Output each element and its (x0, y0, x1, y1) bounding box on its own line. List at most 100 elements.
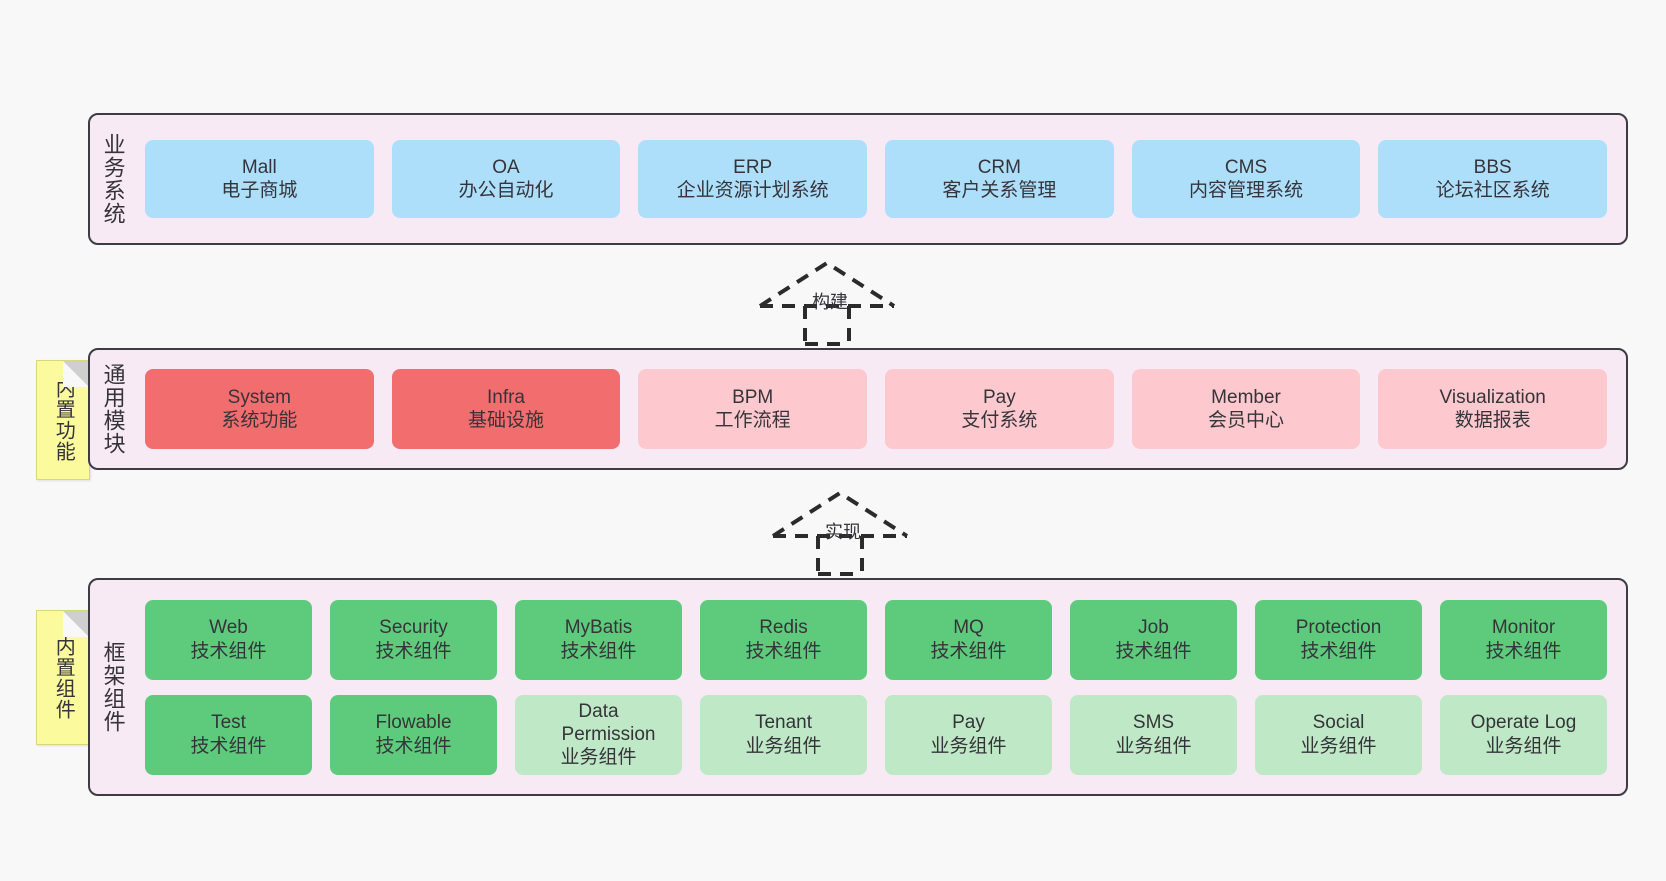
layer-common-module: 通用模块 System 系统功能 Infra 基础设施 BPM 工作流程 Pay… (88, 348, 1628, 470)
node-job[interactable]: Job 技术组件 (1070, 599, 1237, 680)
node-security[interactable]: Security 技术组件 (330, 599, 497, 680)
node-subtitle: 内容管理系统 (1189, 180, 1304, 201)
node-row: Mall 电子商城 OA 办公自动化 ERP 企业资源计划系统 CRM 客户关系… (136, 140, 1616, 218)
node-row: System 系统功能 Infra 基础设施 BPM 工作流程 Pay 支付系统… (136, 369, 1616, 449)
node-subtitle: 业务组件 (930, 735, 1007, 757)
node-flowable[interactable]: Flowable 技术组件 (330, 694, 497, 775)
node-subtitle: 技术组件 (560, 640, 637, 662)
node-operate-log[interactable]: Operate Log 业务组件 (1440, 694, 1607, 775)
node-subtitle: 系统功能 (221, 410, 298, 431)
node-title: Infra (486, 386, 526, 408)
sticky-label: 内置组件 (52, 635, 75, 720)
node-infra[interactable]: Infra 基础设施 (391, 369, 621, 449)
node-tenant[interactable]: Tenant 业务组件 (700, 694, 867, 775)
node-subtitle: 业务组件 (1300, 735, 1377, 757)
node-pay[interactable]: Pay 支付系统 (885, 369, 1114, 449)
node-protection[interactable]: Protection 技术组件 (1255, 599, 1422, 680)
node-mybatis[interactable]: MyBatis 技术组件 (515, 599, 682, 680)
node-title: Pay (982, 386, 1016, 408)
node-subtitle: 技术组件 (1300, 640, 1377, 662)
node-visualization[interactable]: Visualization 数据报表 (1378, 369, 1608, 449)
node-cms[interactable]: CMS 内容管理系统 (1131, 140, 1361, 218)
node-title: Security (379, 617, 448, 639)
node-title: Tenant (754, 712, 813, 734)
node-subtitle: 技术组件 (190, 735, 267, 757)
node-sms[interactable]: SMS 业务组件 (1070, 694, 1237, 775)
node-subtitle: 论坛社区系统 (1435, 180, 1550, 201)
generalization-arrow-icon (758, 260, 896, 346)
node-title: Pay (952, 712, 985, 734)
node-title: CMS (1224, 156, 1268, 178)
node-title: Redis (759, 617, 808, 639)
node-subtitle: 业务组件 (1485, 735, 1562, 757)
node-subtitle: 业务组件 (560, 747, 637, 769)
node-title: Monitor (1491, 617, 1556, 639)
node-row: Web 技术组件 Security 技术组件 MyBatis 技术组件 Redi… (136, 599, 1616, 680)
node-title: Data Permission (561, 700, 656, 745)
layer-title-common-module: 通用模块 (100, 363, 126, 455)
node-subtitle: 数据报表 (1454, 410, 1531, 431)
layer-body-business-system: Mall 电子商城 OA 办公自动化 ERP 企业资源计划系统 CRM 客户关系… (136, 115, 1626, 243)
node-title: BPM (732, 386, 774, 408)
node-subtitle: 业务组件 (745, 735, 822, 757)
sticky-fold-corner-icon (63, 611, 89, 637)
node-subtitle: 技术组件 (190, 640, 267, 662)
layer-body-common-module: System 系统功能 Infra 基础设施 BPM 工作流程 Pay 支付系统… (136, 350, 1626, 468)
node-title: Protection (1295, 617, 1382, 639)
layer-business-system: 业务系统 Mall 电子商城 OA 办公自动化 ERP 企业资源计划系统 CRM… (88, 113, 1628, 245)
node-pay-business[interactable]: Pay 业务组件 (885, 694, 1052, 775)
sticky-label: 内置功能 (52, 378, 75, 462)
node-subtitle: 技术组件 (375, 640, 452, 662)
node-web[interactable]: Web 技术组件 (145, 599, 312, 680)
node-member[interactable]: Member 会员中心 (1131, 369, 1361, 449)
node-subtitle: 电子商城 (221, 180, 298, 201)
node-title: Web (209, 617, 248, 639)
node-title: Mall (241, 156, 277, 178)
node-subtitle: 技术组件 (375, 735, 452, 757)
node-subtitle: 客户关系管理 (942, 180, 1057, 201)
node-data-permission[interactable]: Data Permission 业务组件 (515, 694, 682, 775)
connector-implement: 实现 (768, 488, 918, 576)
node-title: Social (1312, 712, 1365, 734)
node-crm[interactable]: CRM 客户关系管理 (885, 140, 1114, 218)
node-title: Job (1138, 617, 1169, 639)
node-test[interactable]: Test 技术组件 (145, 694, 312, 775)
node-oa[interactable]: OA 办公自动化 (391, 140, 621, 218)
node-subtitle: 工作流程 (714, 410, 791, 431)
node-title: Flowable (375, 712, 452, 734)
node-title: MyBatis (564, 617, 633, 639)
node-subtitle: 技术组件 (1115, 640, 1192, 662)
connector-label-implement: 实现 (825, 522, 861, 542)
node-system[interactable]: System 系统功能 (145, 369, 374, 449)
node-bbs[interactable]: BBS 论坛社区系统 (1378, 140, 1608, 218)
connector-build: 构建 (755, 258, 905, 346)
node-mall[interactable]: Mall 电子商城 (145, 140, 374, 218)
layer-body-framework-component: Web 技术组件 Security 技术组件 MyBatis 技术组件 Redi… (136, 580, 1626, 794)
node-bpm[interactable]: BPM 工作流程 (638, 369, 868, 449)
layer-framework-component: 框架组件 Web 技术组件 Security 技术组件 MyBatis 技术组件… (88, 578, 1628, 796)
node-title: ERP (733, 156, 773, 178)
node-row: Test 技术组件 Flowable 技术组件 Data Permission … (136, 694, 1616, 775)
node-title: CRM (977, 156, 1021, 178)
node-erp[interactable]: ERP 企业资源计划系统 (638, 140, 868, 218)
layer-title-business-system: 业务系统 (100, 133, 126, 225)
node-subtitle: 支付系统 (961, 410, 1038, 431)
sticky-fold-corner-icon (63, 361, 89, 387)
node-subtitle: 会员中心 (1208, 410, 1285, 431)
sticky-note-builtin-function: 内置功能 (36, 360, 90, 480)
node-social[interactable]: Social 业务组件 (1255, 694, 1422, 775)
node-title: System (227, 386, 292, 408)
node-subtitle: 技术组件 (930, 640, 1007, 662)
node-subtitle: 业务组件 (1115, 735, 1192, 757)
node-mq[interactable]: MQ 技术组件 (885, 599, 1052, 680)
node-title: SMS (1132, 712, 1175, 734)
layer-title-framework-component: 框架组件 (100, 641, 126, 733)
node-redis[interactable]: Redis 技术组件 (700, 599, 867, 680)
node-title: MQ (953, 617, 984, 639)
generalization-arrow-icon (771, 490, 909, 576)
node-title: Visualization (1439, 386, 1546, 408)
node-monitor[interactable]: Monitor 技术组件 (1440, 599, 1607, 680)
sticky-note-builtin-component: 内置组件 (36, 610, 90, 745)
node-subtitle: 技术组件 (745, 640, 822, 662)
node-title: Operate Log (1470, 712, 1577, 734)
